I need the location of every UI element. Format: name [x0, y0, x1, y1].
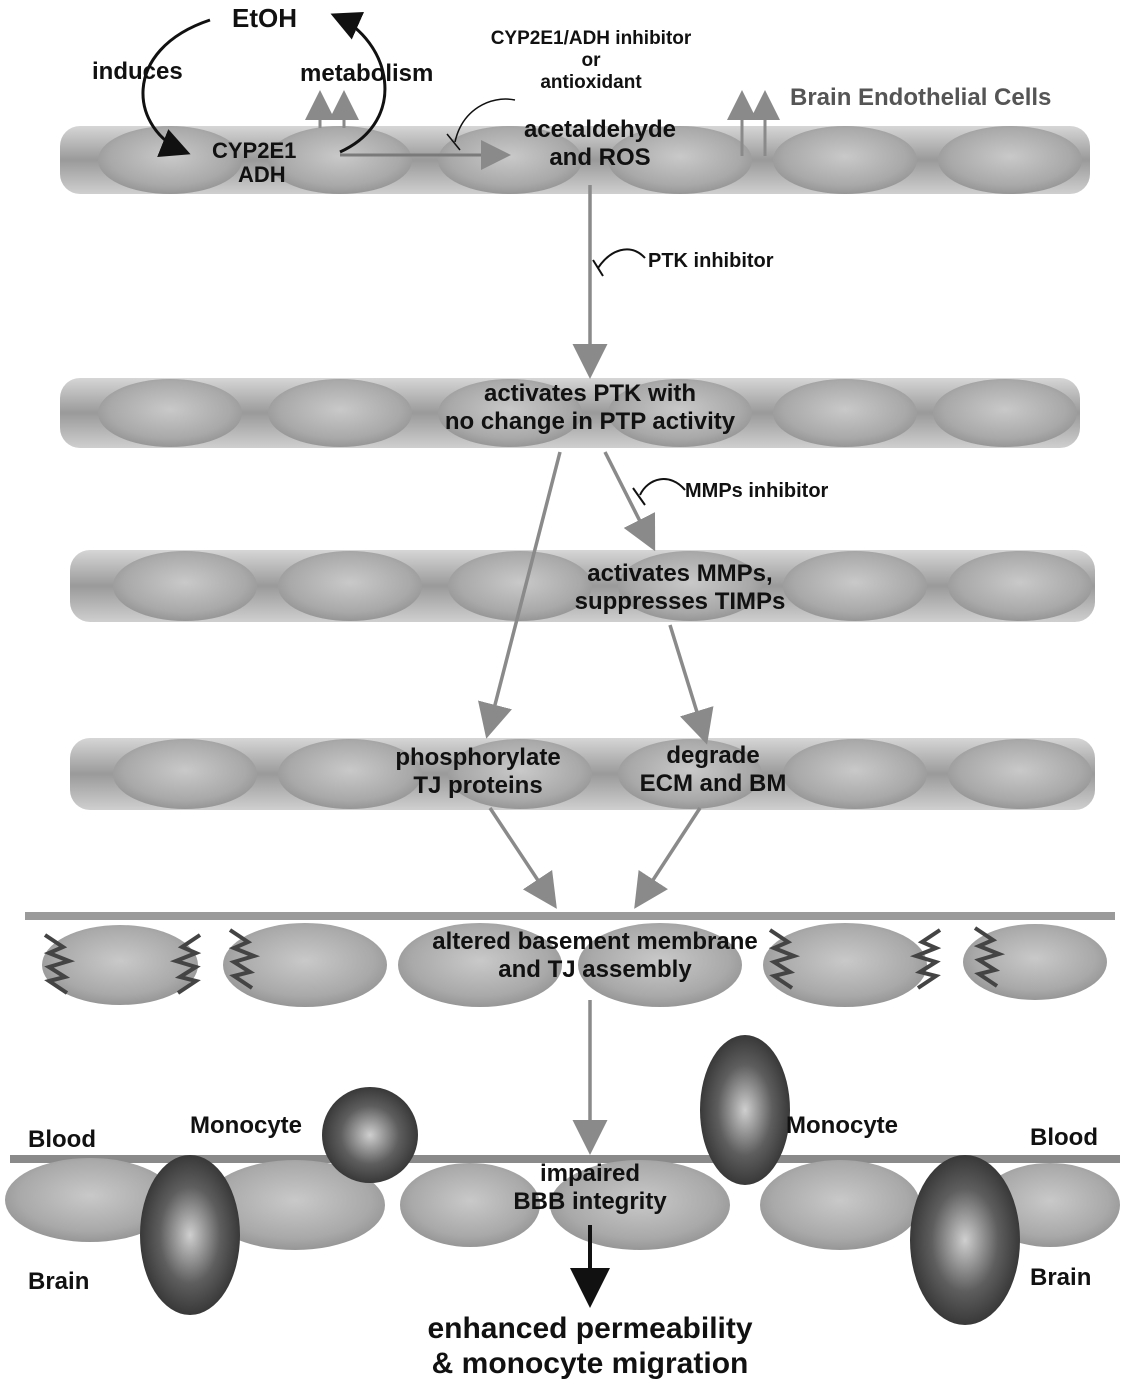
monocyte: [322, 1087, 418, 1183]
acetaldehyde-line-2: and ROS: [510, 144, 690, 172]
endothelial-cell: [948, 551, 1092, 621]
bec-label: Brain Endothelial Cells: [790, 84, 1051, 112]
endothelial-cell: [113, 739, 257, 809]
activates-ptk-line-1: activates PTK with: [415, 380, 765, 408]
inhibitor-top-line-3: antioxidant: [466, 72, 716, 94]
impaired-line-2: BBB integrity: [480, 1188, 700, 1216]
inhibitor-top-line-1: CYP2E1/ADH inhibitor: [466, 28, 716, 50]
inhibitor-top-label: CYP2E1/ADH inhibitor or antioxidant: [466, 28, 716, 94]
blood-left-label: Blood: [28, 1126, 96, 1154]
monocyte-left-label: Monocyte: [190, 1112, 302, 1140]
altered-line-2: and TJ assembly: [400, 956, 790, 984]
outcome-line-1: enhanced permeability: [390, 1312, 790, 1347]
impaired-line-1: impaired: [480, 1160, 700, 1188]
arrow-phosphorylate-to-altered: [490, 808, 553, 903]
activates-ptk-label: activates PTK with no change in PTP acti…: [415, 380, 765, 435]
adh-label: ADH: [238, 162, 286, 187]
endothelial-cell: [948, 739, 1092, 809]
acetaldehyde-line-1: acetaldehyde: [510, 116, 690, 144]
activates-ptk-line-2: no change in PTP activity: [415, 408, 765, 436]
endothelial-cell: [268, 379, 412, 447]
degrade-line-2: ECM and BM: [628, 770, 798, 798]
inhibitor-mark-ptk: [598, 249, 645, 268]
inhibitor-mark-mmps: [640, 479, 685, 495]
outcome-label: enhanced permeability & monocyte migrati…: [390, 1312, 790, 1381]
degrade-line-1: degrade: [628, 742, 798, 770]
endothelial-cell: [113, 551, 257, 621]
altered-line-1: altered basement membrane: [400, 928, 790, 956]
monocyte: [700, 1035, 790, 1185]
monocyte-right-label: Monocyte: [786, 1112, 898, 1140]
brain-right-label: Brain: [1030, 1264, 1091, 1292]
phosphorylate-line-2: TJ proteins: [378, 772, 578, 800]
brain-left-label: Brain: [28, 1268, 89, 1296]
impaired-label: impaired BBB integrity: [480, 1160, 700, 1215]
endothelial-cell: [773, 379, 917, 447]
endothelial-cell: [783, 739, 927, 809]
cyp2e1-label: CYP2E1: [212, 138, 296, 163]
blood-right-label: Blood: [1030, 1124, 1098, 1152]
activates-mmps-line-2: suppresses TIMPs: [545, 588, 815, 616]
monocyte: [910, 1155, 1020, 1325]
arrow-degrade-to-altered: [638, 808, 700, 903]
altered-label: altered basement membrane and TJ assembl…: [400, 928, 790, 983]
outcome-line-2: & monocyte migration: [390, 1347, 790, 1382]
disrupted-cell: [223, 923, 387, 1007]
arrow-ptk-to-mmps: [605, 452, 652, 545]
endothelial-cell: [278, 551, 422, 621]
endothelial-cell: [933, 379, 1077, 447]
degrade-label: degrade ECM and BM: [628, 742, 798, 797]
inhibitor-top-line-2: or: [466, 50, 716, 72]
monocyte: [140, 1155, 240, 1315]
phosphorylate-label: phosphorylate TJ proteins: [378, 744, 578, 799]
cell-layer-4: [70, 738, 1095, 810]
mmps-inhibitor-label: MMPs inhibitor: [685, 480, 828, 503]
metabolism-label: metabolism: [300, 60, 433, 88]
endothelial-cell: [773, 126, 917, 194]
endothelial-cell: [98, 379, 242, 447]
etoh-label: EtOH: [232, 4, 297, 34]
disrupted-cell: [760, 1160, 920, 1250]
arrow-mmps-to-degrade: [670, 625, 705, 738]
endothelial-cell: [938, 126, 1082, 194]
activates-mmps-line-1: activates MMPs,: [545, 560, 815, 588]
activates-mmps-label: activates MMPs, suppresses TIMPs: [545, 560, 815, 615]
phosphorylate-line-1: phosphorylate: [378, 744, 578, 772]
ptk-inhibitor-label: PTK inhibitor: [648, 250, 774, 273]
acetaldehyde-label: acetaldehyde and ROS: [510, 116, 690, 171]
induces-label: induces: [92, 58, 183, 86]
